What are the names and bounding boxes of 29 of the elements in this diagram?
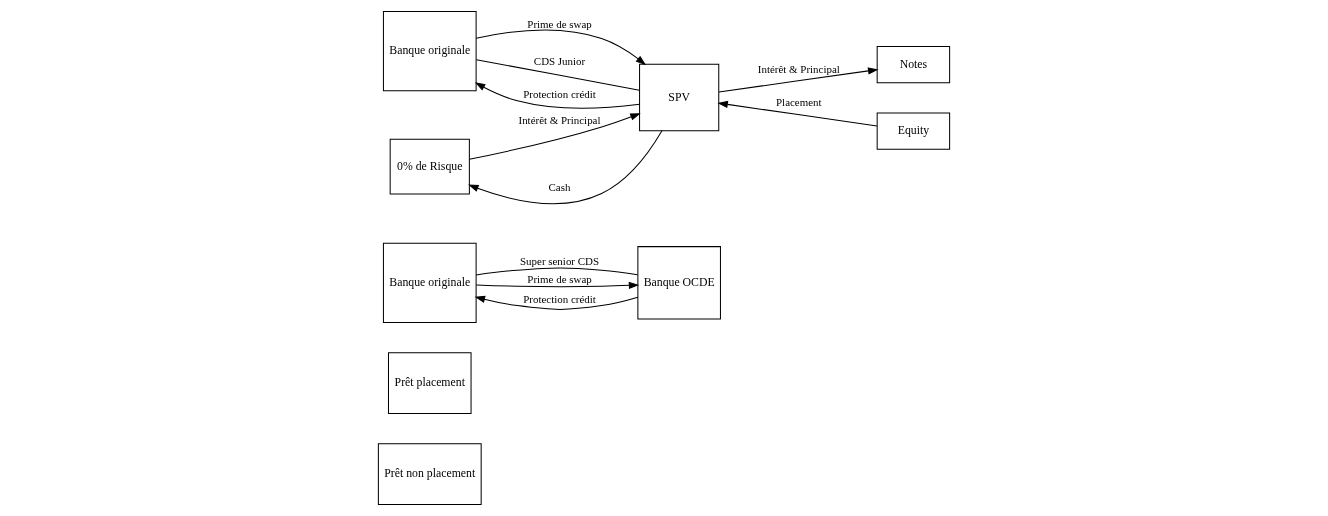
edge-label: Intérêt & Principal [757, 62, 840, 75]
node-box: SPV [639, 63, 720, 132]
edge-label: Protection crédit [523, 292, 596, 305]
node-box: Banque originale [382, 11, 477, 92]
connector [475, 267, 638, 276]
edge-label: Placement [776, 96, 822, 109]
edge-label: Cash [548, 180, 571, 193]
node-box: Notes [876, 46, 951, 84]
arrow [717, 100, 878, 127]
arrow [475, 29, 647, 66]
node-box: Equity [876, 112, 951, 150]
node-box: Prêt placement [387, 352, 472, 414]
edge-label: Protection crédit [523, 87, 596, 100]
node-box: Prêt non placement [377, 443, 482, 505]
edge-label: CDS Junior [533, 54, 586, 67]
edge-label: Super senior CDS [520, 254, 600, 267]
node-box: 0% de Risque [389, 138, 470, 195]
arrow [468, 113, 641, 160]
arrow [474, 82, 641, 109]
arrow [468, 130, 663, 205]
edge-label: Prime de swap [527, 273, 592, 286]
arrow [475, 281, 640, 289]
edge-label: Prime de swap [527, 17, 592, 30]
connector [475, 59, 640, 91]
arrow [474, 295, 639, 310]
edge-label: Intérêt & Principal [518, 113, 601, 126]
node-box: Banque OCDE [637, 246, 721, 320]
node-box: Banque originale [382, 242, 477, 323]
arrow [718, 67, 879, 93]
